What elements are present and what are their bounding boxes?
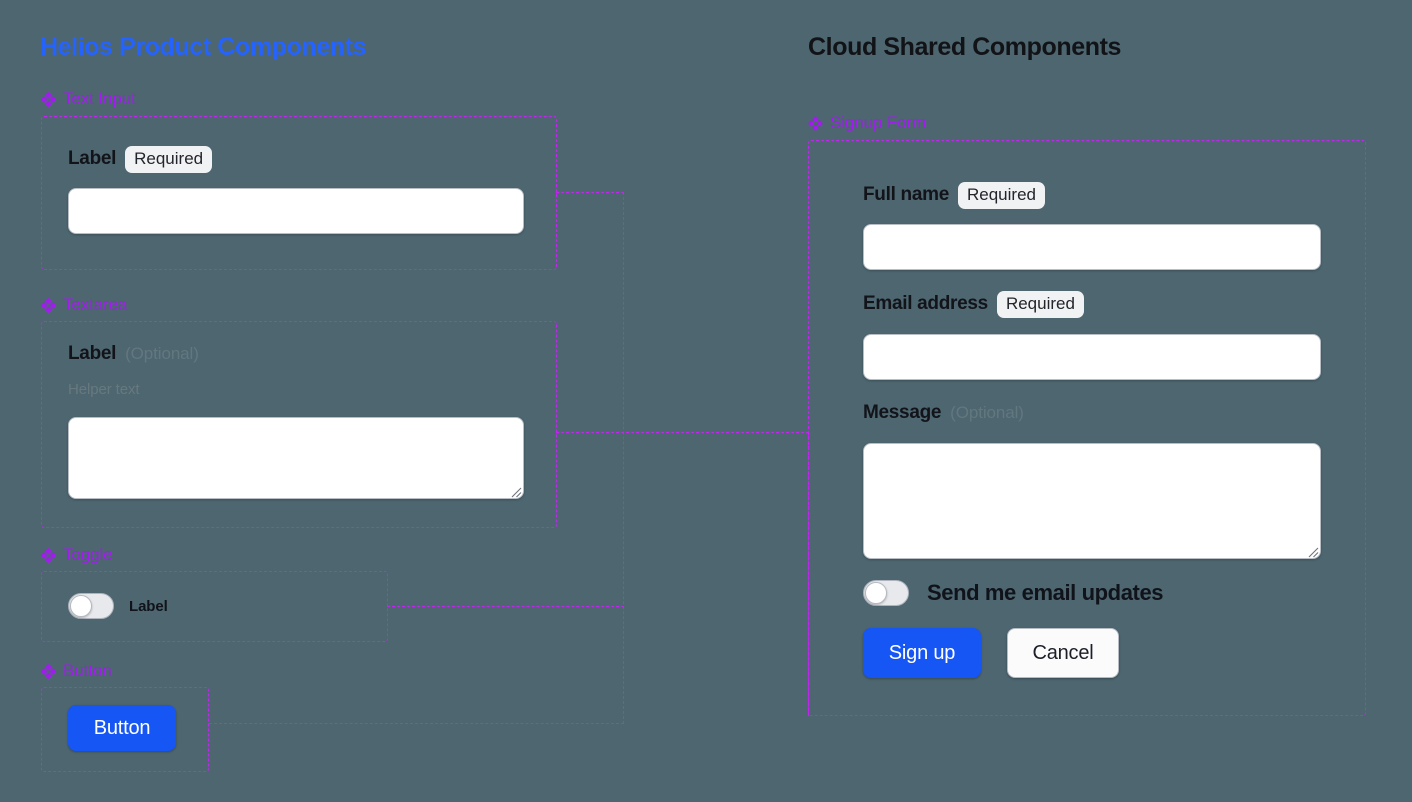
text-input-required-badge: Required <box>125 146 213 173</box>
component-box-button <box>41 687 209 772</box>
full-name-label-row: Full name Required <box>863 182 1045 209</box>
diamond-components-icon <box>41 91 56 107</box>
page-title-right: Cloud Shared Components <box>808 33 1122 61</box>
connector-text-input-horizontal <box>556 192 624 193</box>
section-label-button: Button <box>41 661 112 681</box>
full-name-required-badge: Required <box>957 182 1045 209</box>
demo-button[interactable]: Button <box>68 705 176 751</box>
full-name-input[interactable] <box>863 224 1321 270</box>
connector-trunk-vertical <box>623 192 624 724</box>
cancel-button[interactable]: Cancel <box>1007 628 1119 678</box>
connector-textarea-horizontal <box>556 432 809 433</box>
text-input-label: Label <box>68 148 117 170</box>
component-box-textarea <box>41 321 557 528</box>
diamond-components-icon <box>41 297 56 313</box>
connector-button-horizontal <box>209 723 624 724</box>
section-label-text: Textarea <box>63 295 128 314</box>
section-label-text: Button <box>63 661 112 680</box>
component-box-text-input <box>41 116 557 270</box>
section-label-text: Signup Form <box>830 113 927 132</box>
textarea-label-row: Label (Optional) <box>68 343 199 365</box>
toggle-knob <box>865 582 887 604</box>
diamond-components-icon <box>41 663 56 679</box>
sign-up-button[interactable]: Sign up <box>863 628 981 678</box>
connector-toggle-horizontal <box>387 606 624 607</box>
message-textarea[interactable] <box>863 443 1321 559</box>
textarea-field[interactable] <box>68 417 524 499</box>
section-label-signup-form: Signup Form <box>808 113 926 133</box>
email-updates-toggle-label: Send me email updates <box>927 580 1164 605</box>
message-optional-note: (Optional) <box>950 403 1024 422</box>
textarea-optional-note: (Optional) <box>125 344 199 363</box>
component-box-signup-form <box>808 140 1366 716</box>
section-label-toggle: Toggle <box>41 545 113 565</box>
section-label-text: Text Input <box>63 89 136 108</box>
toggle-switch-demo[interactable] <box>68 593 114 619</box>
toggle-demo-label: Label <box>129 597 168 615</box>
email-address-input[interactable] <box>863 334 1321 380</box>
email-address-label: Email address <box>863 293 988 315</box>
email-updates-toggle-switch[interactable] <box>863 580 909 606</box>
textarea-helper-text: Helper text <box>68 381 140 398</box>
page-title-left: Helios Product Components <box>40 33 367 61</box>
toggle-demo-row[interactable]: Label <box>68 593 168 619</box>
diamond-components-icon <box>808 115 823 131</box>
message-label: Message <box>863 402 942 423</box>
message-label-row: Message (Optional) <box>863 402 1024 424</box>
textarea-label: Label <box>68 343 117 364</box>
email-updates-toggle-row[interactable]: Send me email updates <box>863 580 1164 606</box>
section-label-textarea: Textarea <box>41 295 128 315</box>
section-label-text: Toggle <box>63 545 113 564</box>
email-address-required-badge: Required <box>996 291 1084 318</box>
text-input-field[interactable] <box>68 188 524 234</box>
toggle-knob <box>70 595 92 617</box>
diamond-components-icon <box>41 547 56 563</box>
component-box-toggle <box>41 571 388 642</box>
full-name-label: Full name <box>863 184 949 206</box>
email-address-label-row: Email address Required <box>863 291 1084 318</box>
section-label-text-input: Text Input <box>41 89 136 109</box>
text-input-label-row: Label Required <box>68 146 213 173</box>
